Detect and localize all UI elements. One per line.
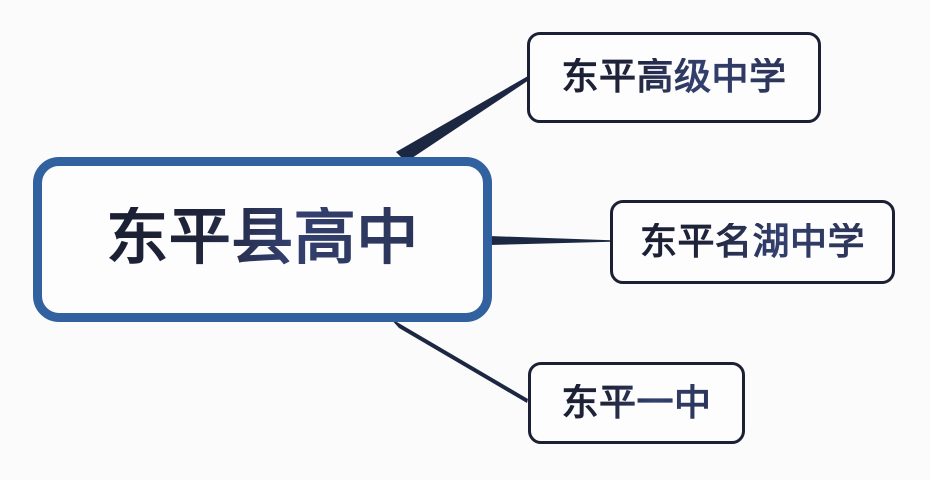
root-node-label: 东平县高中 bbox=[106, 202, 419, 272]
child-node-dongping-no1-middle[interactable]: 东平一中 bbox=[528, 362, 745, 444]
connector-root-to-child-2 bbox=[390, 318, 528, 403]
child-node-dongping-minghu-middle[interactable]: 东平名湖中学 bbox=[610, 200, 895, 284]
root-node[interactable]: 东平县高中 bbox=[33, 157, 492, 322]
child-node-label: 东平名湖中学 bbox=[640, 220, 865, 262]
child-node-label: 东平高级中学 bbox=[561, 56, 787, 97]
child-node-dongping-senior-high[interactable]: 东平高级中学 bbox=[527, 32, 821, 123]
child-node-label: 东平一中 bbox=[561, 381, 712, 423]
connector-root-to-child-1 bbox=[489, 236, 611, 245]
connector-root-to-child-0 bbox=[396, 76, 529, 162]
